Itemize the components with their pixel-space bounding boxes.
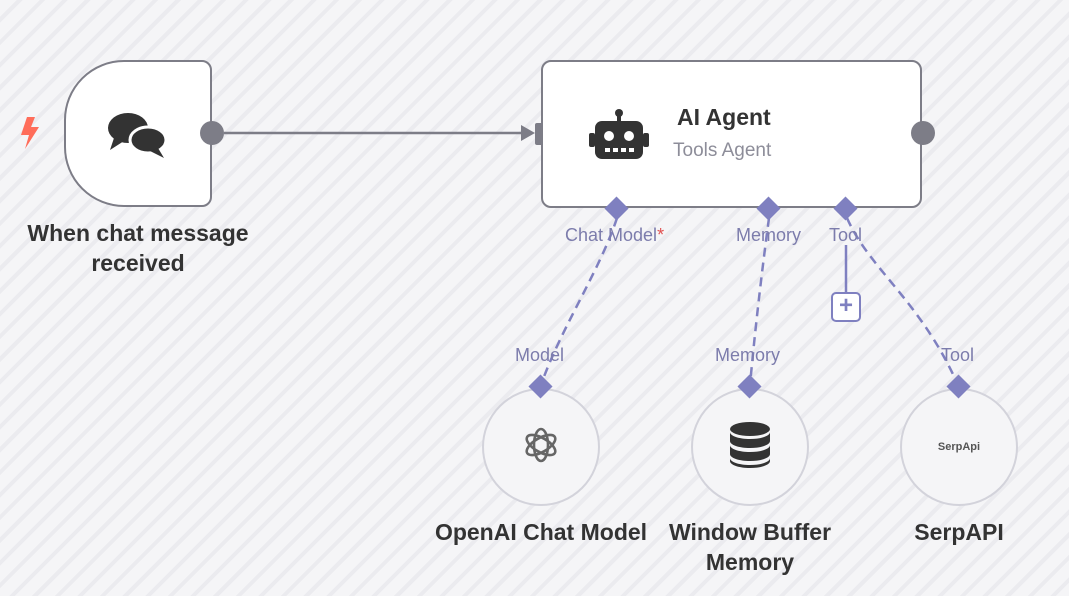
openai-chat-model-node[interactable] [482,388,600,506]
openai-node-title: OpenAI Chat Model [434,519,648,545]
memory-output-label: Memory [715,345,781,365]
tool-connection[interactable] [845,217,960,386]
memory-connection[interactable] [748,217,771,386]
agent-title: AI Agent [677,104,771,130]
trigger-output-handle[interactable] [200,121,224,145]
agent-subtitle: Tools Agent [673,140,772,161]
serpapi-logo: SerpApi [937,441,981,453]
add-tool-button[interactable]: + [831,292,861,322]
serpapi-node-title: SerpAPI [914,519,1004,545]
trigger-title-line2: received [91,250,185,276]
memory-node-title: Window Buffer Memory [650,517,850,577]
database-icon [729,421,771,473]
model-output-label: Model [515,345,565,365]
openai-icon [517,421,565,474]
tool-output-label: Tool [941,345,975,365]
trigger-bolt-icon [17,117,43,154]
memory-input-label: Memory [736,225,802,245]
ai-agent-node[interactable] [541,60,922,208]
chat-model-connection[interactable] [539,217,619,386]
memory-title-line1: Window Buffer [668,519,832,545]
chat-bubbles-icon [106,110,168,165]
serpapi-node[interactable]: SerpApi [900,388,1018,506]
robot-icon [587,109,651,166]
memory-title-line2: Memory [705,549,795,575]
required-marker: * [657,225,665,245]
chat-model-label-text: Chat Model [565,225,658,245]
chat-trigger-node[interactable] [64,60,212,207]
agent-output-handle[interactable] [911,121,935,145]
window-buffer-memory-node[interactable] [691,388,809,506]
trigger-title-line1: When chat message [27,220,249,246]
tool-input-label: Tool [829,225,863,245]
chat-model-input-label: Chat Model* [565,225,664,246]
main-connection-arrow [521,125,535,141]
trigger-node-title: When chat message received [18,218,258,278]
